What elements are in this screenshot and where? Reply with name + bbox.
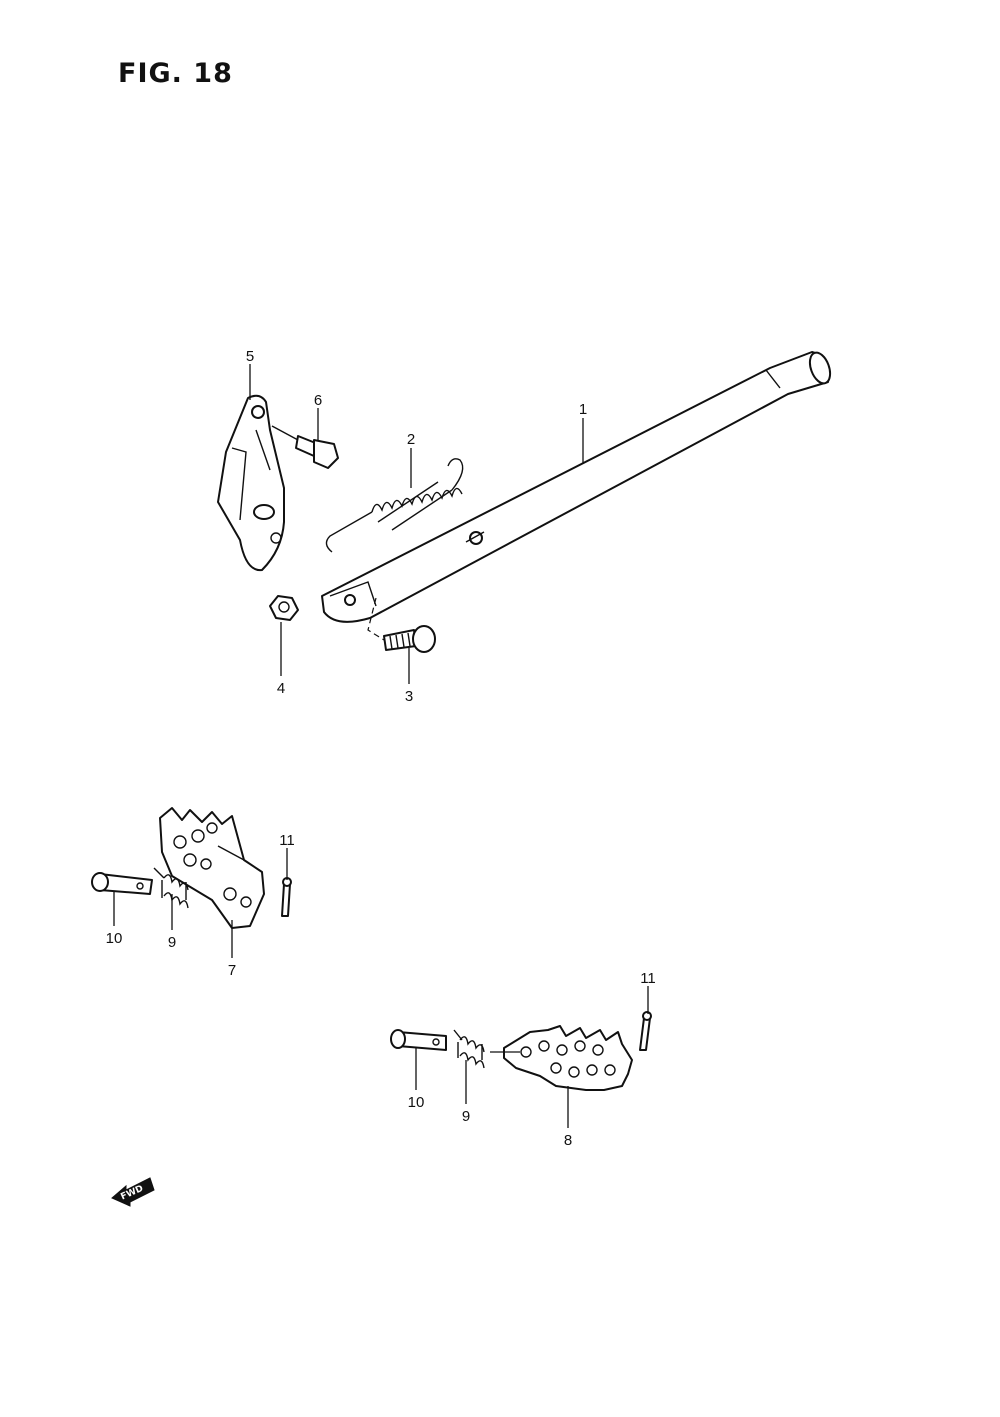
pivot-nut bbox=[269, 595, 299, 621]
callout-9-right: 9 bbox=[462, 1108, 470, 1125]
side-stand-bar bbox=[321, 351, 832, 623]
fwd-arrow-badge: FWD bbox=[111, 1177, 155, 1207]
cotter-pin-right bbox=[639, 1011, 652, 1051]
footrest-spring-right bbox=[453, 1029, 485, 1069]
right-footrest bbox=[490, 1025, 633, 1091]
footrest-pin-left bbox=[91, 872, 153, 895]
callout-11-left: 11 bbox=[279, 832, 295, 849]
cotter-pin-left bbox=[281, 877, 292, 917]
callout-11-right: 11 bbox=[640, 970, 656, 987]
callout-4: 4 bbox=[277, 680, 285, 697]
stand-spring bbox=[325, 458, 464, 553]
figure-title: FIG. 18 bbox=[118, 58, 233, 89]
leader-lines bbox=[113, 364, 649, 1128]
callout-8: 8 bbox=[564, 1132, 572, 1149]
callout-3: 3 bbox=[405, 688, 413, 705]
footrest-spring-left bbox=[153, 867, 189, 909]
fwd-arrow-icon bbox=[111, 1177, 155, 1207]
callout-1: 1 bbox=[579, 401, 587, 418]
callout-9-left: 9 bbox=[168, 934, 176, 951]
callout-7: 7 bbox=[228, 962, 236, 979]
callout-6: 6 bbox=[314, 392, 322, 409]
callout-2: 2 bbox=[407, 431, 415, 448]
footrest-pin-right bbox=[390, 1029, 447, 1051]
stand-bracket bbox=[217, 394, 285, 572]
left-footrest bbox=[159, 807, 265, 929]
bracket-bolt bbox=[271, 425, 339, 469]
callout-10-right: 10 bbox=[408, 1094, 425, 1111]
callout-5: 5 bbox=[246, 348, 254, 365]
callout-10-left: 10 bbox=[106, 930, 123, 947]
callout-labels: 1 2 3 4 5 6 7 8 9 9 10 10 11 11 bbox=[106, 348, 656, 1149]
pivot-bolt bbox=[367, 597, 436, 653]
